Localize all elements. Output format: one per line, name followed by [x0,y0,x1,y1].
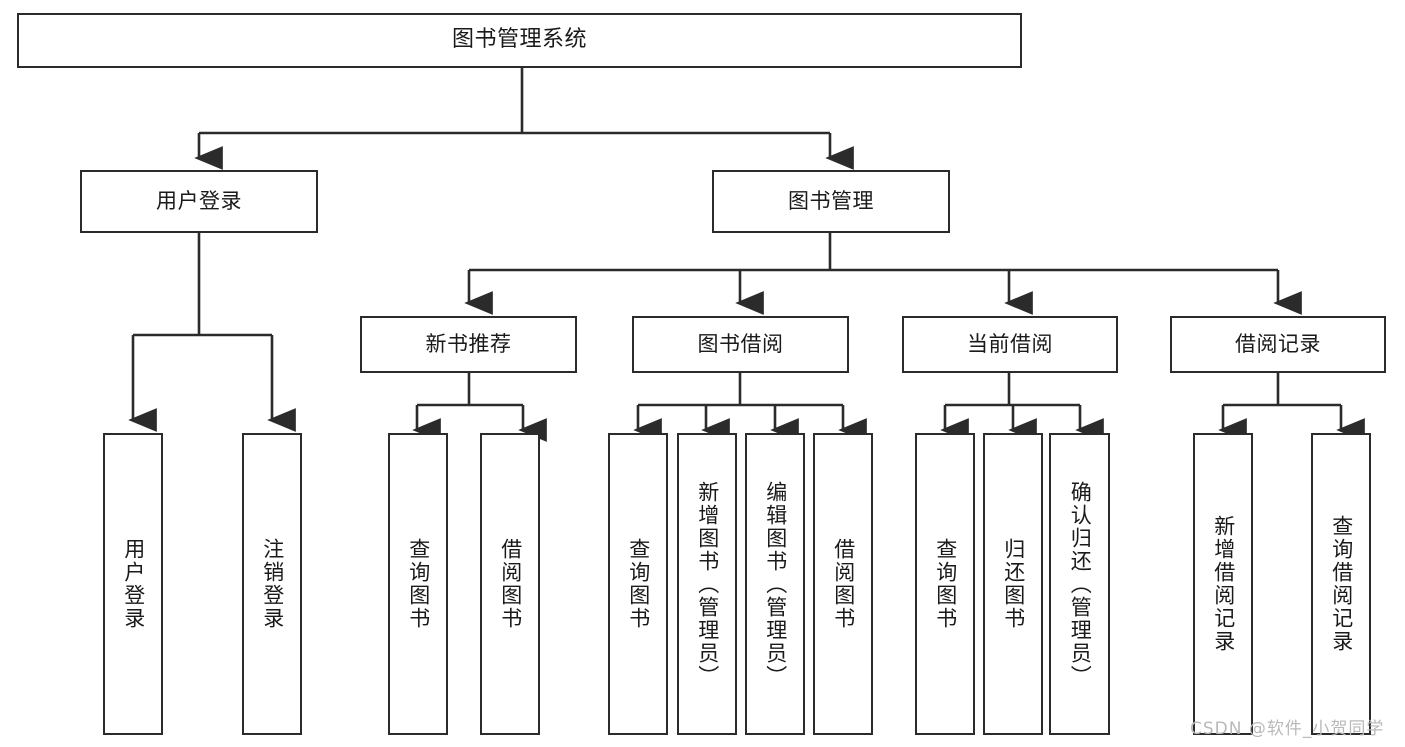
leaf-query-borrow-record[interactable]: 查询借阅记录 [1311,433,1371,735]
leaf-label: 新增图书（管理员） [695,480,720,688]
leaf-label: 查询借阅记录 [1329,515,1354,653]
node-new-book-recommend[interactable]: 新书推荐 [360,316,577,373]
leaf-label: 归还图书 [1001,538,1026,630]
leaf-label: 注销登录 [260,538,285,630]
leaf-edit-book[interactable]: 编辑图书（管理员） [745,433,805,735]
leaf-user-login[interactable]: 用户登录 [103,433,163,735]
leaf-borrow-book-2[interactable]: 借阅图书 [813,433,873,735]
leaf-label: 编辑图书（管理员） [763,480,788,688]
leaf-label: 确认归还（管理员） [1068,480,1093,688]
leaf-query-book-1[interactable]: 查询图书 [388,433,448,735]
node-current-borrow[interactable]: 当前借阅 [902,316,1118,373]
node-book-borrow[interactable]: 图书借阅 [632,316,849,373]
node-borrow-record[interactable]: 借阅记录 [1170,316,1386,373]
leaf-label: 新增借阅记录 [1211,515,1236,653]
csdn-watermark: CSDN @软件_小贺同学 [1190,719,1385,739]
leaf-add-borrow-record[interactable]: 新增借阅记录 [1193,433,1253,735]
node-user-login[interactable]: 用户登录 [80,170,318,233]
node-book-manage[interactable]: 图书管理 [712,170,950,233]
leaf-label: 查询图书 [406,538,431,630]
leaf-logout[interactable]: 注销登录 [242,433,302,735]
leaf-label: 借阅图书 [831,538,856,630]
leaf-label: 用户登录 [121,538,146,630]
leaf-query-book-2[interactable]: 查询图书 [608,433,668,735]
leaf-label: 查询图书 [933,538,958,630]
leaf-query-book-3[interactable]: 查询图书 [915,433,975,735]
leaf-add-book[interactable]: 新增图书（管理员） [677,433,737,735]
leaf-label: 借阅图书 [498,538,523,630]
leaf-label: 查询图书 [626,538,651,630]
leaf-confirm-return[interactable]: 确认归还（管理员） [1049,433,1110,735]
node-root[interactable]: 图书管理系统 [17,13,1022,68]
leaf-borrow-book-1[interactable]: 借阅图书 [480,433,540,735]
leaf-return-book[interactable]: 归还图书 [983,433,1043,735]
